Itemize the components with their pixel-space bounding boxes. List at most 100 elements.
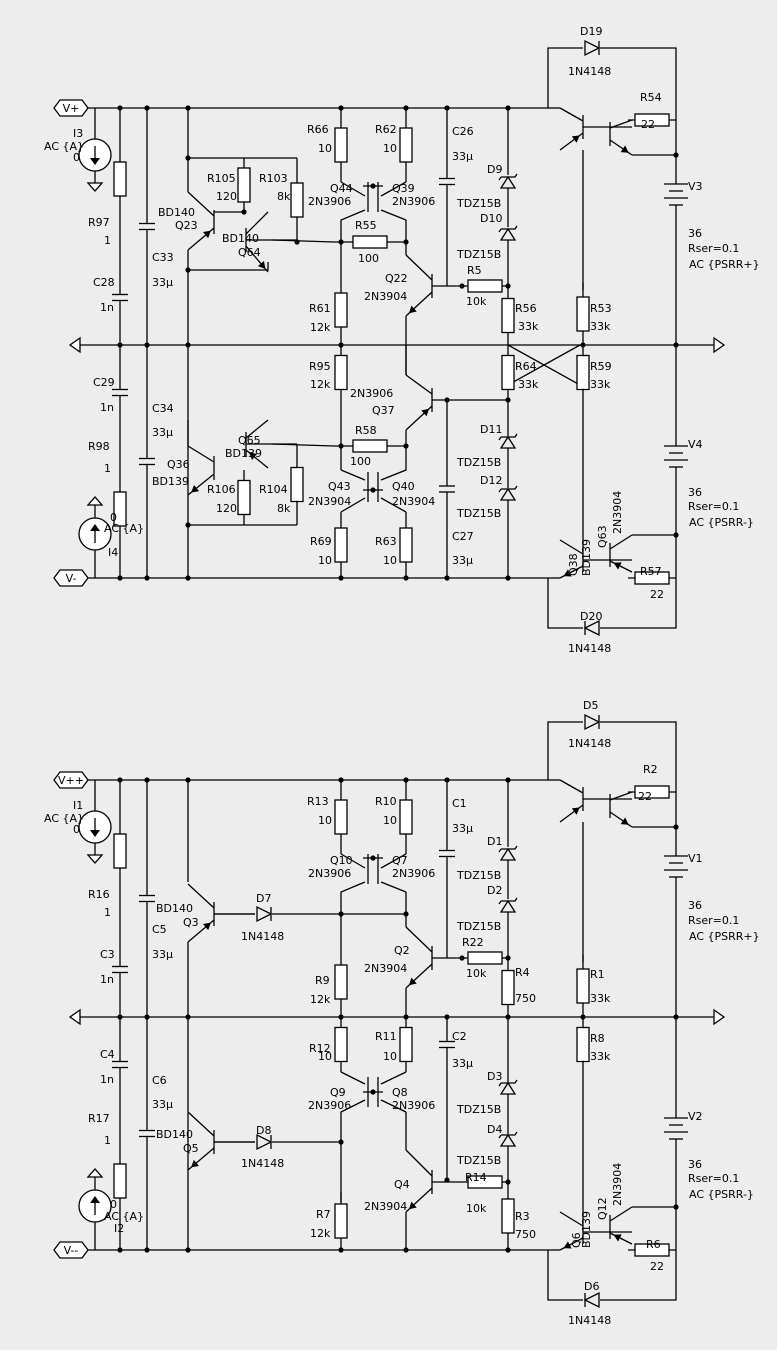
label-r103: R103 [259,172,288,185]
label-d8: D8 [256,1124,271,1137]
label-r57v: 22 [650,588,664,601]
label-d2: D2 [487,884,502,897]
label-v2r: Rser=0.1 [688,1172,739,1185]
label-q8: Q8 [392,1086,408,1099]
label-d7v: 1N4148 [241,930,284,943]
zener-d10 [499,227,517,241]
transistor-q2-arrow [408,977,417,986]
zener-d1 [499,847,517,861]
junction-dot [580,1014,586,1020]
label-d20v: 1N4148 [568,642,611,655]
label-r56v: 33k [518,320,539,333]
junction-dot [403,105,409,111]
transistor-q62-collector [609,119,633,129]
current-source-i1-arrowhead [90,830,100,837]
ground-symbol [86,182,104,192]
label-q3: Q3 [183,916,199,929]
supply-port-vpos [53,99,89,117]
label-r103v: 8k [277,190,291,203]
label-c33v: 33μ [152,276,173,289]
wire [340,497,366,513]
ground-symbol [86,496,104,506]
label-r8v: 33k [590,1050,611,1063]
resistor-r4 [501,969,515,1006]
junction-dot [338,239,344,245]
transistor-q11-arrow [620,817,629,825]
wire [340,1071,366,1085]
label-d3v: TDZ15B [456,1103,501,1116]
label-r54: R54 [640,91,662,104]
wire [547,1250,583,1301]
label-i4: I4 [108,546,118,559]
label-d12v: TDZ15B [456,507,501,520]
transistor-q5-arrow [191,1159,199,1168]
label-c27: C27 [452,530,474,543]
label-q7v: 2N3906 [392,867,435,880]
transistor-q5-collector [187,1111,215,1137]
label-c28v: 1n [100,301,114,314]
transistor-q21-collector [559,107,584,122]
label-i1z: 0 [73,823,80,836]
label-r8: R8 [590,1032,605,1045]
resistor-r9 [334,964,348,1000]
resistor-r62 [399,127,413,163]
label-r62v: 10 [383,142,397,155]
label-r55: R55 [355,219,377,232]
label-r104: R104 [259,483,288,496]
junction-dot [117,575,123,581]
label-q22: Q22 [385,272,408,285]
label-r63v: 10 [383,554,397,567]
ground-rail-arrow-right [713,336,726,354]
label-r3v: 750 [515,1228,536,1241]
transistor-q37-collector [405,374,433,395]
junction-dot [144,777,150,783]
label-q37: Q37 [372,404,395,417]
label-d7: D7 [256,892,271,905]
transistor-q6-arrow [563,1241,572,1249]
label-c6v: 33μ [152,1098,173,1111]
wire [600,721,677,780]
resistor-r55 [352,235,388,249]
junction-dot [117,777,123,783]
label-r5: R5 [467,264,482,277]
transistor-q12-arrow [613,1234,622,1242]
transistor-q23-arrow [203,230,211,239]
ground-symbol [86,1168,104,1178]
label-c29: C29 [93,376,115,389]
label-d11v: TDZ15B [456,456,501,469]
label-c4: C4 [100,1048,115,1061]
transistor-q21-arrow [571,135,580,143]
wire [600,578,677,629]
label-q22v: 2N3904 [364,290,407,303]
wire [380,881,407,893]
junction-dot [338,1014,344,1020]
label-q38: Q38 [567,553,580,576]
junction-dot [403,1247,409,1253]
label-q63: Q63 [596,525,609,548]
zener-d3 [499,1081,517,1095]
label-v4ac: AC {PSRR-} [689,516,754,529]
label-q7: Q7 [392,854,408,867]
label-i2ac: AC {A} [104,1210,144,1223]
resistor-r1 [576,968,590,1004]
resistor-r97 [113,161,127,197]
ground-rail-arrow-right [713,1008,726,1026]
label-d8v: 1N4148 [241,1157,284,1170]
transistor-q65-arrow [249,452,258,461]
label-bd140b: BD140 [156,1128,193,1141]
transistor-q38-arrow [563,569,572,577]
label-r14: R14 [465,1171,487,1184]
label-d2v: TDZ15B [456,920,501,933]
resistor-r7 [334,1203,348,1239]
transistor-q63-collector [609,534,633,550]
label-q43v: 2N3904 [308,495,351,508]
resistor-r3 [501,1198,515,1234]
label-q65v: BD139 [225,447,262,460]
junction-dot [144,1247,150,1253]
wire [340,181,366,197]
label-c5v: 33μ [152,948,173,961]
resistor-r10 [399,799,413,835]
wire [547,578,583,629]
zener-d4-bar [498,1134,502,1139]
